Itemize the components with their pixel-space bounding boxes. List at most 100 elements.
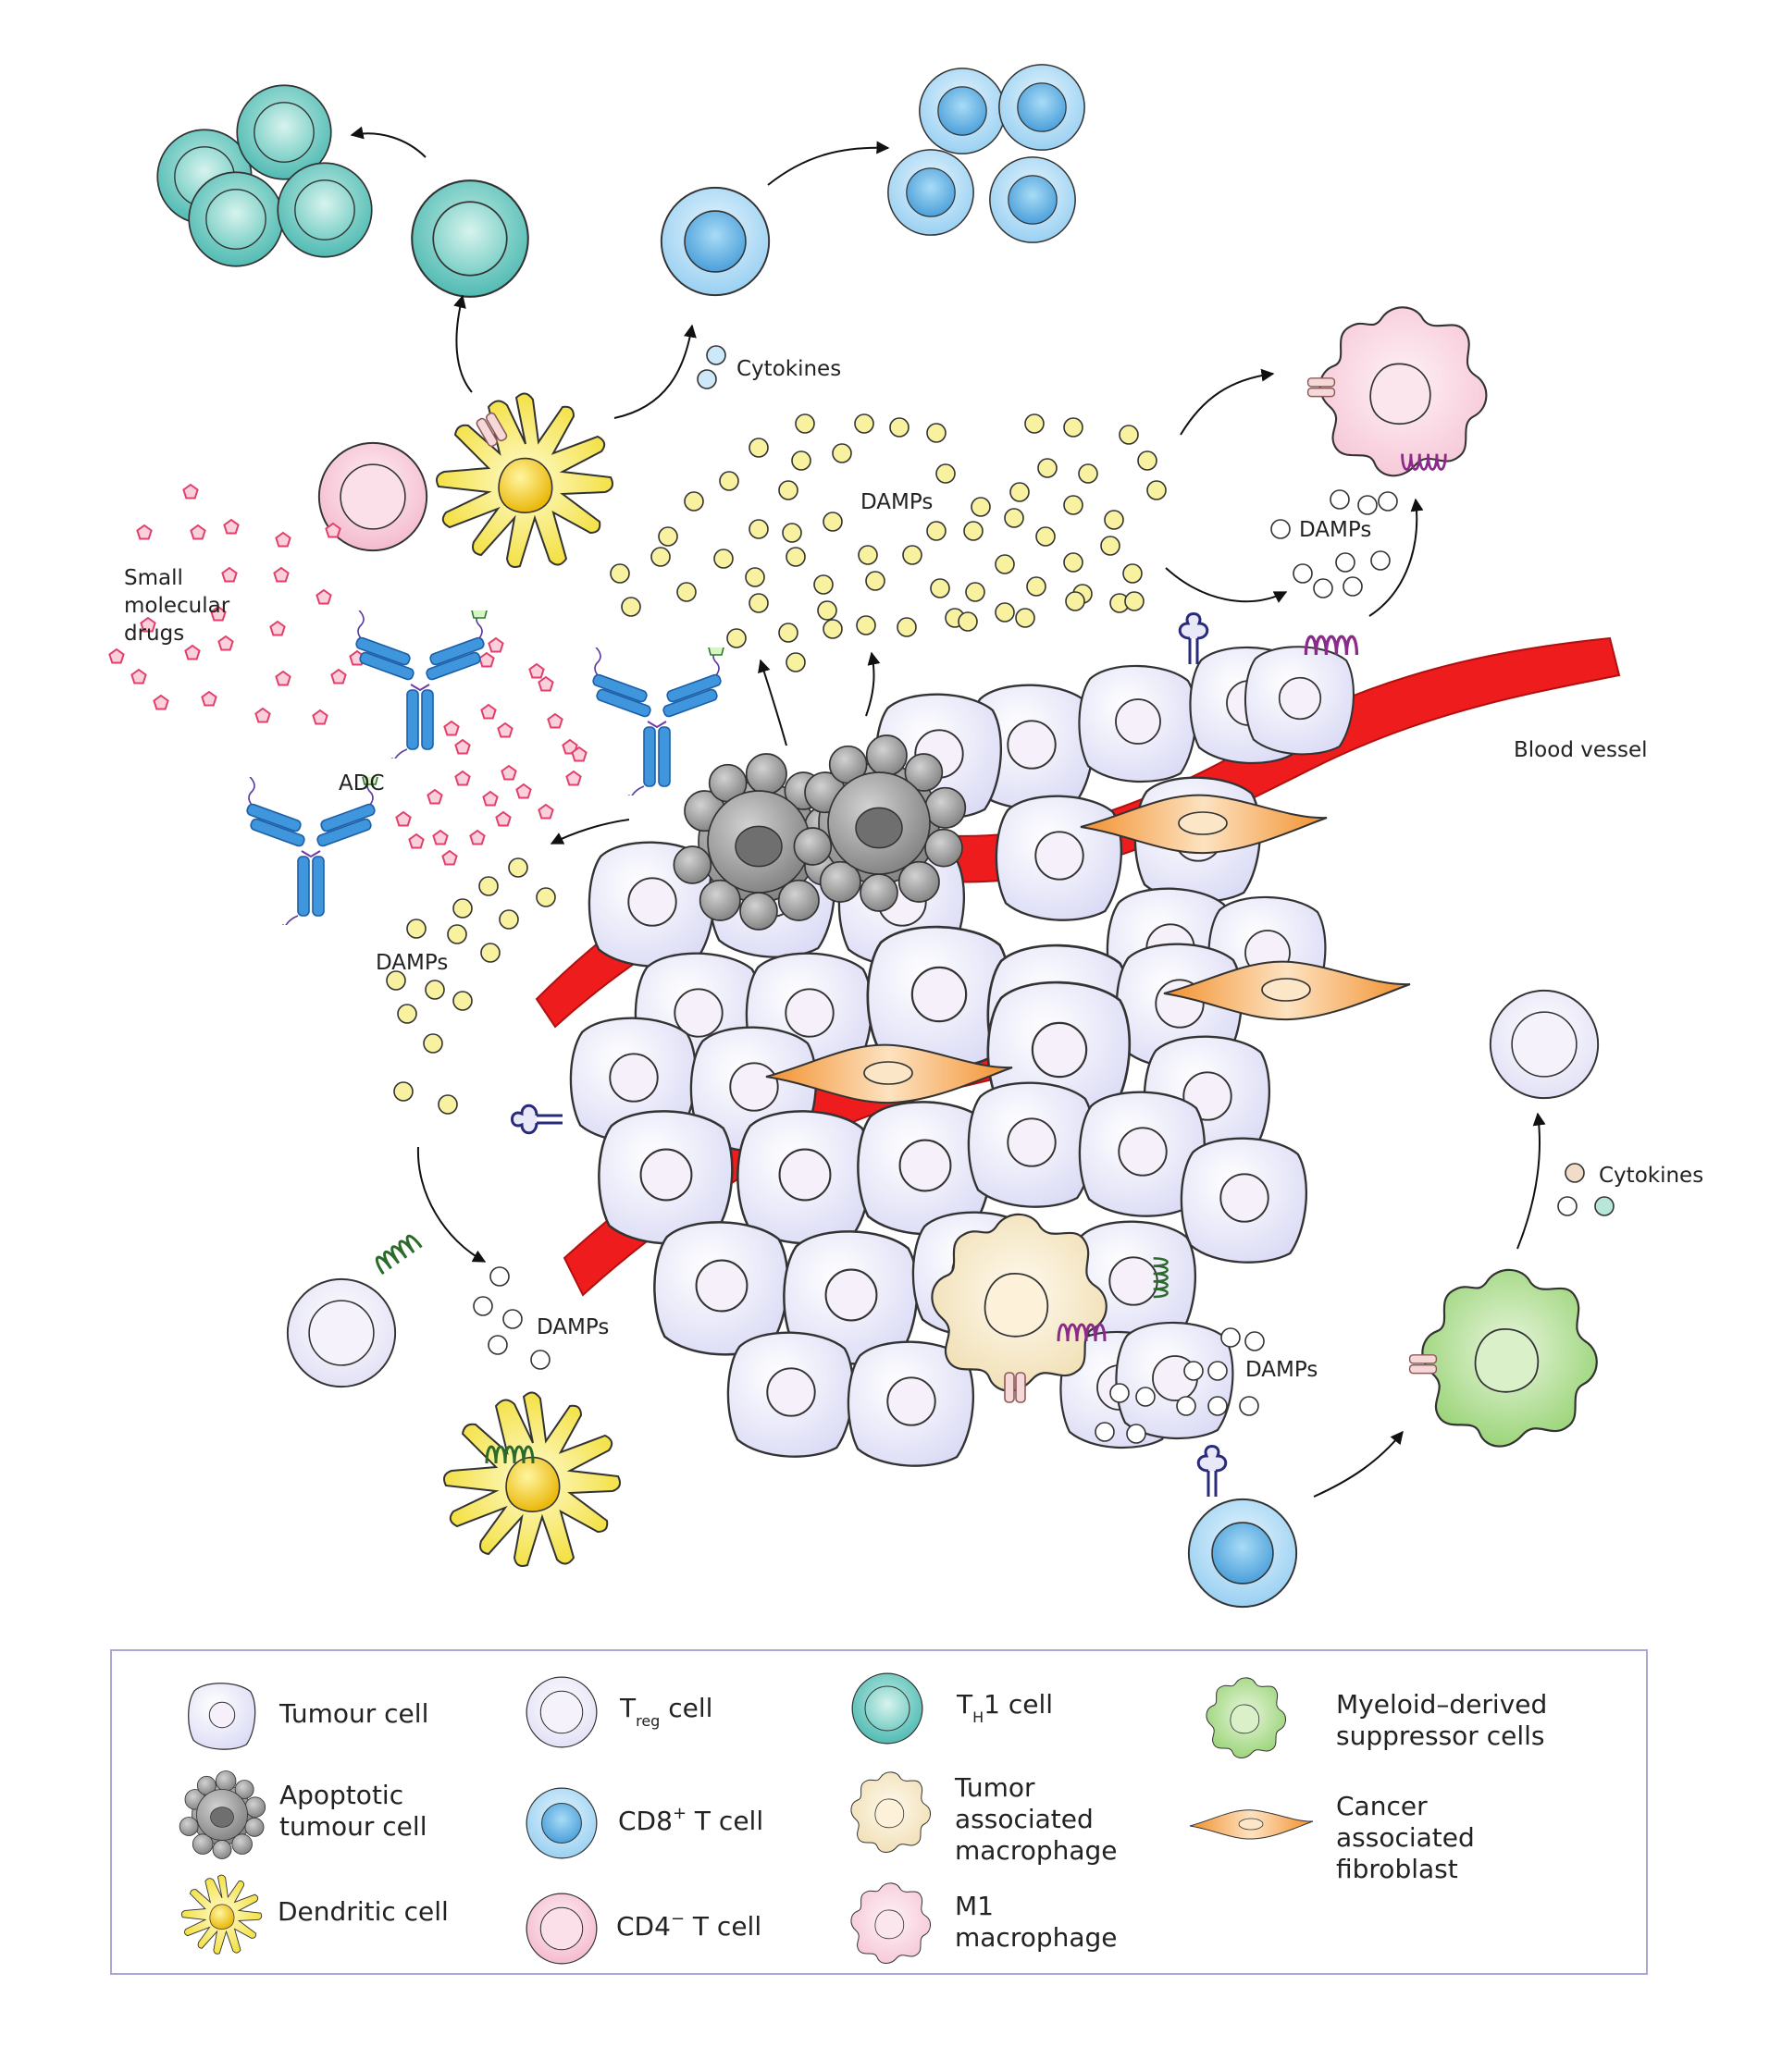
- drug-molecule: [312, 709, 328, 725]
- cytokine: [1557, 1196, 1578, 1216]
- small-molecular-drugs-label: Small molecular drugs: [124, 566, 237, 646]
- damp-particle: [817, 600, 837, 621]
- drug-molecule: [497, 722, 514, 738]
- drug-molecule: [273, 566, 290, 583]
- damp-particle: [713, 549, 734, 569]
- drug-molecule: [469, 829, 486, 845]
- damp-particle: [995, 602, 1015, 623]
- arrow: [416, 1146, 487, 1263]
- damp-particle: [1035, 526, 1056, 547]
- tumour-cell: [967, 1081, 1095, 1208]
- damp-particle: [902, 545, 922, 565]
- treg-cell: [1489, 989, 1600, 1100]
- damp-particle: [726, 628, 747, 648]
- drug-molecule: [221, 566, 238, 583]
- drug-molecule: [488, 636, 504, 653]
- damp-particle: [897, 617, 917, 637]
- drug-molecule: [432, 829, 449, 845]
- arrow: [350, 126, 427, 158]
- drug-molecule: [454, 738, 471, 755]
- drug-molecule: [538, 675, 554, 692]
- treg-coil-receptor-icon: [372, 1232, 423, 1276]
- drug-molecule: [325, 522, 341, 538]
- drug-molecule: [182, 483, 199, 500]
- damp-particle: [1063, 417, 1083, 438]
- damp-particle: [1124, 591, 1145, 611]
- cd8-t-cell: [1187, 1498, 1298, 1609]
- drug-molecule: [269, 620, 286, 636]
- drug-molecule: [184, 644, 201, 660]
- tumour-cell: [1244, 646, 1355, 756]
- cytokines-label: Cytokines: [736, 357, 841, 381]
- blood-vessel-label: Blood vessel: [1514, 738, 1648, 762]
- pd1-receptor-icon: [511, 1104, 564, 1135]
- drug-molecule: [210, 605, 227, 622]
- damp-particle: [786, 652, 806, 672]
- th1-cell: [188, 171, 284, 267]
- drug-molecule: [217, 635, 234, 651]
- tumour-cell: [1078, 664, 1197, 783]
- legend-cd4-t-cell: CD4− T cell: [616, 1909, 761, 1942]
- drug-molecule: [275, 670, 291, 686]
- arrow: [1180, 368, 1275, 436]
- damp-particle: [813, 574, 834, 595]
- tumor-associated-macrophage: [931, 1213, 1108, 1392]
- drug-molecule: [562, 738, 578, 755]
- damp-particle: [1122, 563, 1143, 584]
- legend-tam-icon: [850, 1771, 932, 1854]
- damp-particle: [719, 471, 739, 491]
- drug-molecule: [153, 694, 169, 710]
- damp-particle: [1015, 608, 1035, 628]
- damp-particle: [1119, 425, 1139, 445]
- damp-particle: [778, 623, 798, 643]
- damp-particle: [786, 547, 806, 567]
- arrow: [453, 294, 473, 393]
- damp-particle: [995, 554, 1015, 574]
- drug-molecule: [201, 690, 217, 707]
- drug-molecule: [515, 783, 532, 799]
- drug-molecule: [495, 810, 512, 827]
- drug-molecule: [454, 770, 471, 786]
- drug-molecule: [547, 712, 563, 729]
- legend-dendritic-cell: Dendritic cell: [278, 1896, 449, 1927]
- legend-m1-icon: [850, 1882, 932, 1965]
- damp-particle: [1037, 458, 1058, 478]
- arrow: [550, 819, 630, 845]
- drug-molecule: [330, 668, 347, 684]
- cd8-t-cell: [660, 186, 771, 297]
- damps-cluster-bottom-right: [1095, 1327, 1265, 1444]
- damp-particle: [1104, 510, 1124, 530]
- damp-particle: [1065, 591, 1085, 611]
- drug-molecule: [254, 707, 271, 723]
- legend-m1-macrophage: M1 macrophage: [955, 1891, 1118, 1953]
- tumour-cell: [1180, 1137, 1308, 1264]
- arrow: [1313, 1430, 1404, 1498]
- damps-cluster-bottom-left: [473, 1266, 551, 1370]
- damps-label-left: DAMPs: [376, 951, 448, 975]
- th1-cell: [277, 162, 373, 258]
- damp-particle: [1100, 536, 1120, 556]
- damp-particle: [926, 521, 947, 541]
- myeloid-derived-suppressor-cell: [1421, 1268, 1598, 1448]
- drug-molecule: [130, 668, 147, 684]
- drug-molecule: [478, 651, 495, 668]
- damp-particle: [1078, 463, 1098, 484]
- damp-particle: [676, 582, 697, 602]
- damp-particle: [791, 450, 811, 471]
- drug-molecule: [482, 790, 499, 807]
- damp-particle: [926, 423, 947, 443]
- drug-molecule: [441, 849, 458, 866]
- legend-cd8-icon: [526, 1787, 598, 1859]
- legend-cancer-associated-fibroblast: Cancer associated fibroblast: [1336, 1791, 1483, 1884]
- legend-treg-icon: [526, 1676, 598, 1748]
- drug-molecule: [427, 788, 443, 805]
- drug-molecule: [395, 810, 412, 827]
- dendritic-cell: [443, 1391, 621, 1567]
- damp-particle: [749, 593, 769, 613]
- damp-particle: [1137, 450, 1157, 471]
- legend: Tumour cell Apoptotic tumour cell Dendri…: [110, 1649, 1648, 1975]
- damp-particle: [854, 413, 874, 434]
- drug-molecule: [108, 648, 125, 664]
- damp-particle: [858, 545, 878, 565]
- arrow: [767, 141, 890, 186]
